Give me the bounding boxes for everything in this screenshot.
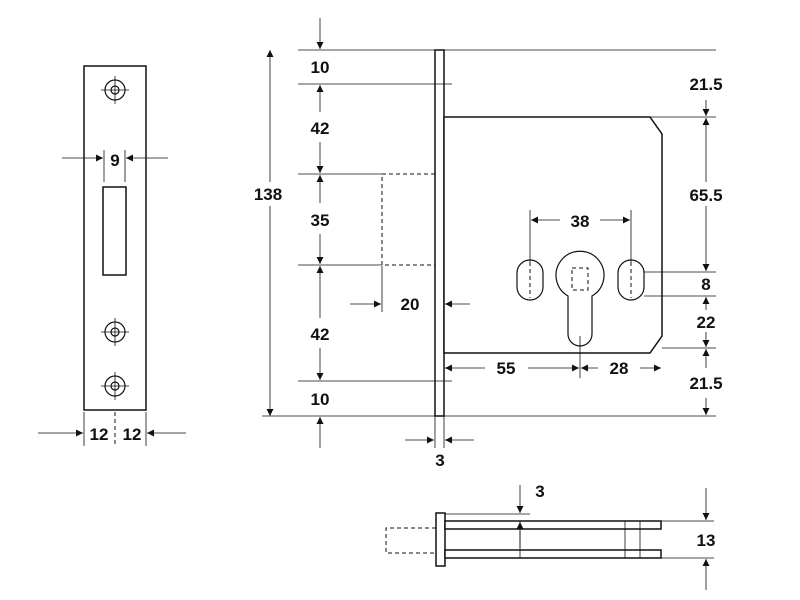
- dim-bottom-gap: 10: [311, 390, 330, 409]
- dim-upper-segment: 42: [311, 119, 330, 138]
- screw-hole-bottom: [101, 372, 129, 400]
- dim-case-middle: 65.5: [689, 186, 722, 205]
- dim-top-gap: 10: [311, 58, 330, 77]
- cylinder-cam: [571, 267, 589, 291]
- dim-half-width-left: 12: [90, 425, 109, 444]
- dim-top-offset: 3: [535, 482, 544, 501]
- screw-hole-middle: [101, 318, 129, 346]
- bolt-hidden-outline: [381, 173, 435, 266]
- dim-half-width-right: 12: [123, 425, 142, 444]
- dim-keyhole-spacing: 38: [571, 212, 590, 231]
- top-view: 3 13: [385, 482, 716, 590]
- dim-top-depth: 13: [697, 531, 716, 550]
- forend-plate: [434, 49, 445, 417]
- dim-bolt-throw: 20: [401, 295, 420, 314]
- screw-hole-top: [101, 76, 129, 104]
- top-case-lower: [444, 549, 662, 559]
- dim-case-bottom: 21.5: [689, 374, 722, 393]
- dim-cylinder-drop: 22: [697, 313, 716, 332]
- top-bolt-hidden: [385, 527, 436, 554]
- top-forend: [435, 512, 446, 567]
- top-case-upper: [444, 520, 662, 530]
- dim-middle-segment: 35: [311, 211, 330, 230]
- lock-case: [443, 116, 663, 354]
- latch-slot: [102, 186, 127, 276]
- dim-lower-segment: 42: [311, 325, 330, 344]
- dim-rear-offset: 28: [610, 359, 629, 378]
- dim-case-top: 21.5: [689, 75, 722, 94]
- dim-slot-width: 9: [110, 151, 119, 170]
- faceplate-view: 9 12 12: [38, 65, 186, 446]
- dim-plate-thickness: 3: [435, 451, 444, 470]
- cylinder-profile: [555, 250, 605, 347]
- dim-slot-height: 8: [701, 275, 710, 294]
- dim-total-height: 138: [254, 185, 282, 204]
- side-view: 138 10 42 35 42 10 20 3: [254, 18, 723, 470]
- dim-backset: 55: [497, 359, 516, 378]
